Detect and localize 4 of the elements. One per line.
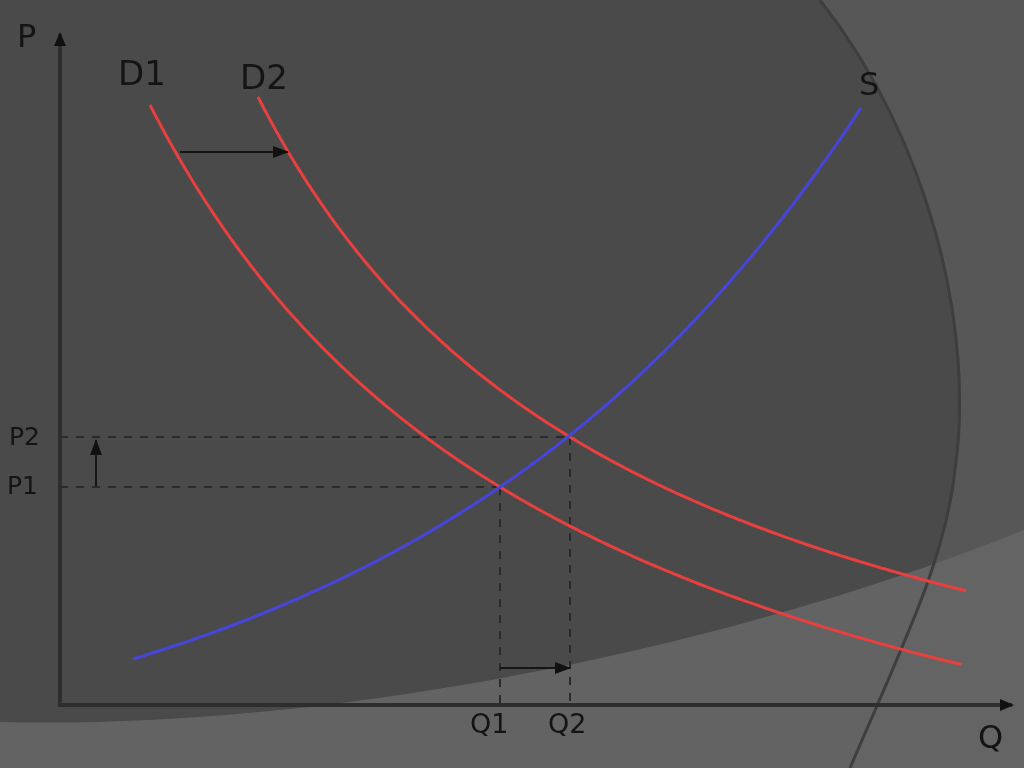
- axis-label: Q: [978, 721, 1004, 753]
- tick-label: Q2: [548, 710, 587, 737]
- tick-label: Q1: [470, 710, 509, 737]
- curve-label: S: [859, 68, 880, 100]
